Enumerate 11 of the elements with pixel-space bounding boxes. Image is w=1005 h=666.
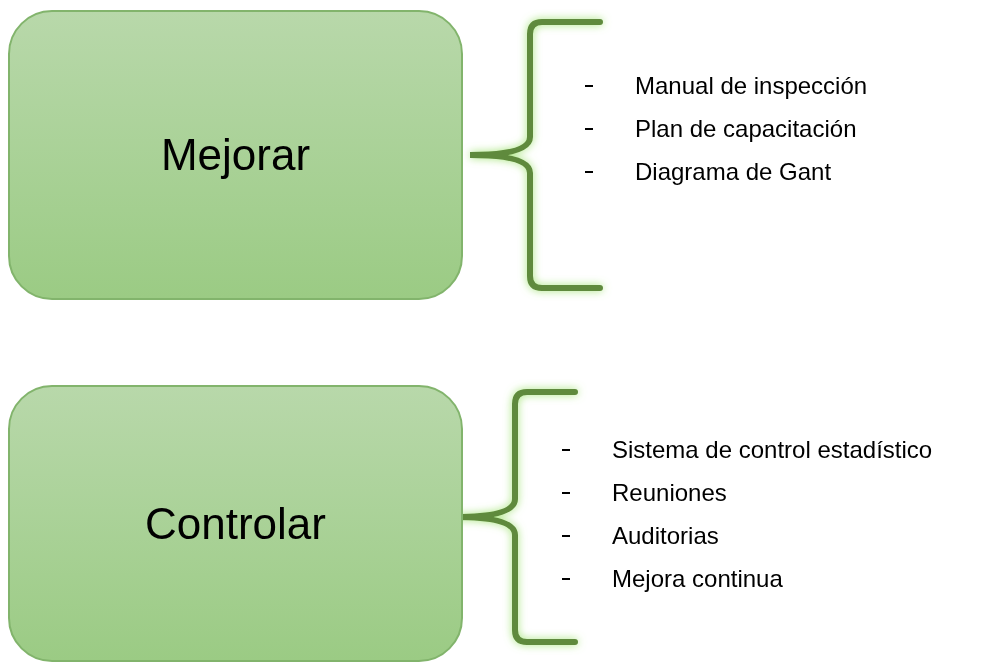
box-title: Controlar: [145, 497, 326, 550]
list-item: Mejora continua: [612, 564, 783, 594]
rounded-box: [8, 10, 463, 300]
list-item: Sistema de control estadístico: [612, 435, 933, 465]
list-item: Auditorias: [612, 521, 719, 551]
list-item: Plan de capacitación: [635, 114, 857, 144]
box-title: Mejorar: [160, 129, 311, 181]
rounded-box: [8, 385, 463, 662]
list-item: Reuniones: [612, 478, 727, 508]
list-item: Manual de inspección: [635, 71, 868, 101]
list-item: Diagrama de Gant: [635, 157, 832, 187]
